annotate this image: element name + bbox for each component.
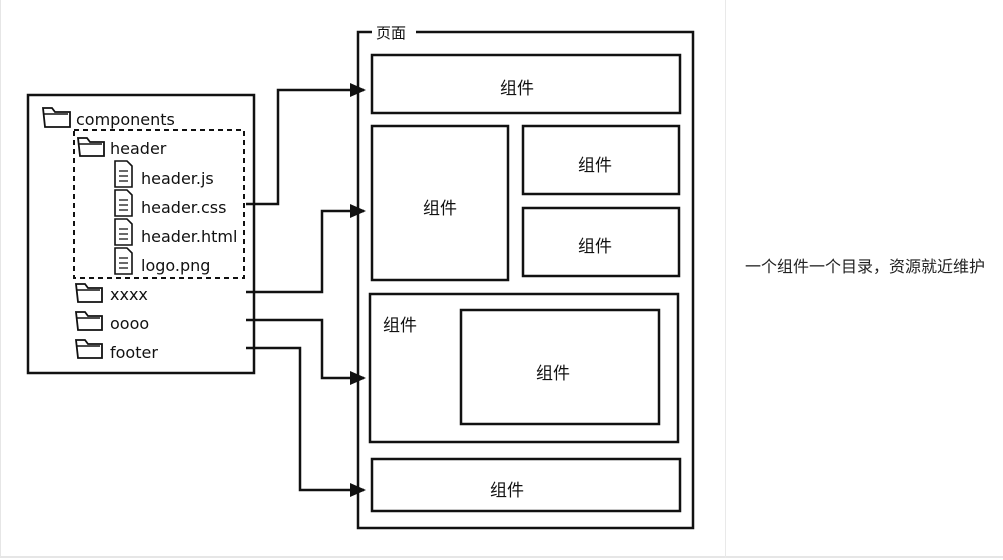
- tree-root-label: components: [76, 110, 175, 129]
- tree-item-logo-png: logo.png: [141, 256, 210, 275]
- folder-icon: [74, 339, 103, 359]
- folder-icon: [74, 283, 103, 303]
- page-title: 页面: [376, 24, 406, 42]
- file-tree-border: [26, 93, 256, 375]
- file-tree-panel: components header header.js header.css: [26, 93, 256, 375]
- arrow-icon: [246, 318, 366, 385]
- component-label-top: 组件: [500, 79, 534, 99]
- frame-bottom-border: [0, 556, 1003, 558]
- tree-item-xxxx: xxxx: [110, 285, 148, 304]
- component-label-nested-outer: 组件: [383, 316, 417, 336]
- component-box-right-lower: [521, 206, 681, 278]
- folder-icon: [74, 311, 103, 331]
- component-box-right-upper: [521, 124, 681, 196]
- folder-icon: [42, 107, 71, 128]
- file-icon: [114, 160, 133, 188]
- folder-icon: [76, 137, 105, 157]
- arrow-icon: [246, 83, 366, 206]
- component-box-top: [370, 53, 682, 115]
- component-box-bottom: [370, 457, 682, 513]
- tree-item-header-js: header.js: [141, 169, 214, 188]
- page-container: 页面 组件 组件 组件 组件 组件 组件 组件: [356, 20, 695, 530]
- tree-item-header-css: header.css: [141, 198, 226, 217]
- component-box-middle-left: [370, 124, 510, 282]
- tree-item-footer: footer: [110, 343, 158, 362]
- tree-item-header: header: [110, 139, 167, 158]
- page-title-bg: [372, 20, 416, 42]
- file-icon: [114, 189, 133, 217]
- diagram-svg: components header header.js header.css: [26, 20, 695, 530]
- frame-left-border: [0, 0, 1, 558]
- component-label-right-upper: 组件: [578, 156, 612, 176]
- file-icon: [114, 218, 133, 246]
- page-border: [356, 30, 695, 530]
- caption-text: 一个组件一个目录，资源就近维护: [745, 257, 986, 276]
- component-label-middle-left: 组件: [423, 199, 457, 219]
- component-label-bottom: 组件: [490, 481, 524, 501]
- tree-item-header-html: header.html: [141, 227, 237, 246]
- component-label-nested-inner: 组件: [536, 364, 570, 384]
- arrow-icon: [246, 346, 366, 497]
- arrow-icon: [246, 204, 366, 294]
- component-box-nested-inner: [459, 308, 661, 426]
- file-icon: [114, 247, 133, 275]
- component-label-right-lower: 组件: [578, 237, 612, 257]
- tree-item-oooo: oooo: [110, 314, 149, 333]
- column-divider: [725, 0, 726, 558]
- header-group-dashed-box: [73, 129, 245, 279]
- component-box-nested-outer: [368, 292, 680, 444]
- connector-arrows: [246, 83, 366, 497]
